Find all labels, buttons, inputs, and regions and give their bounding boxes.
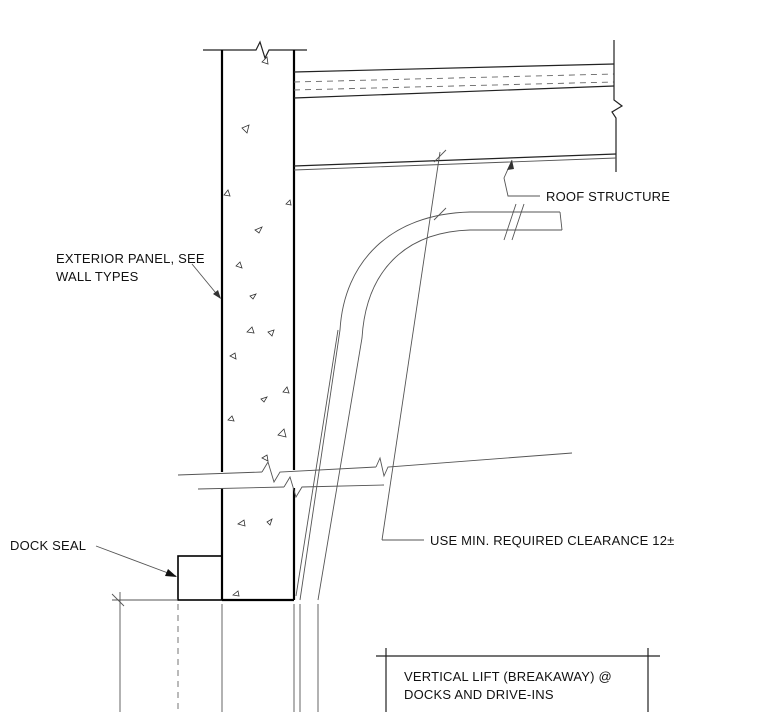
roof-structure (293, 40, 624, 172)
concrete-hatch (223, 56, 292, 597)
exterior-panel-label-line1: EXTERIOR PANEL, SEE (56, 251, 205, 266)
roof-structure-label: ROOF STRUCTURE (546, 189, 670, 204)
dock-seal (177, 555, 223, 601)
clearance-dimension (381, 149, 447, 541)
exterior-panel-label-line2: WALL TYPES (56, 269, 139, 284)
exterior-panel-leader (191, 263, 221, 299)
title-block-frame (376, 648, 660, 712)
door-track (295, 203, 563, 601)
roof-structure-leader (503, 159, 540, 197)
dock-seal-label: DOCK SEAL (10, 538, 86, 553)
lower-reference-lines (111, 592, 319, 712)
exterior-wall-panel (203, 40, 307, 602)
dock-seal-leader (95, 545, 177, 577)
section-break-line (177, 452, 573, 499)
clearance-label: USE MIN. REQUIRED CLEARANCE 12± (430, 533, 675, 548)
title-line2: DOCKS AND DRIVE-INS (404, 687, 554, 702)
title-line1: VERTICAL LIFT (BREAKAWAY) @ (404, 669, 612, 684)
